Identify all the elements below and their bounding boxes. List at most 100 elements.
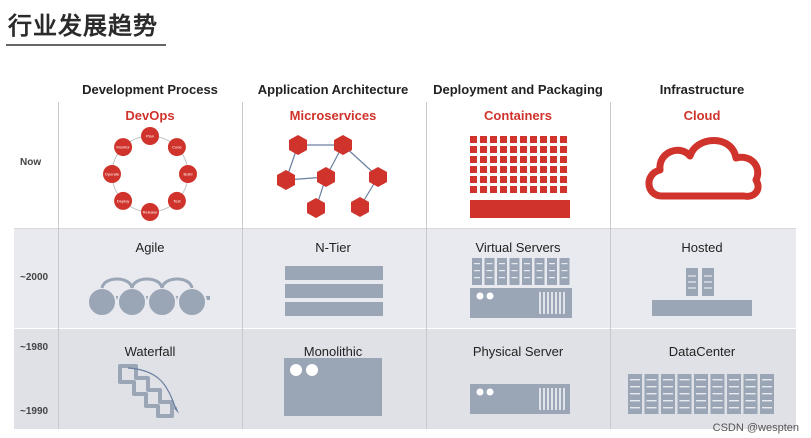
cell-title-hosted: Hosted bbox=[681, 240, 723, 255]
datacenter-rack-slot bbox=[679, 400, 690, 402]
microservice-hex-group bbox=[277, 135, 387, 218]
container-block bbox=[480, 136, 487, 143]
datacenter-rack-slot bbox=[663, 393, 673, 395]
datacenter-rack-slot bbox=[663, 379, 673, 381]
datacenter-rack-slot bbox=[712, 379, 723, 381]
container-block bbox=[520, 166, 527, 173]
container-block bbox=[490, 166, 497, 173]
datacenter-rack-slot bbox=[630, 386, 640, 388]
container-block bbox=[480, 156, 487, 163]
datacenter-rack-slot bbox=[696, 407, 706, 409]
virtual-servers-icon bbox=[470, 258, 572, 318]
virtual-server-slot bbox=[474, 270, 480, 272]
hosting-platform bbox=[652, 300, 752, 316]
cell-title-containers: Containers bbox=[484, 108, 552, 123]
monolithic-block-icon bbox=[284, 358, 382, 416]
datacenter-rack-slot bbox=[696, 400, 706, 402]
container-block bbox=[520, 146, 527, 153]
datacenter-rack-slot bbox=[745, 386, 756, 388]
column-divider bbox=[610, 102, 611, 429]
container-block bbox=[490, 156, 497, 163]
virtual-server-slot bbox=[536, 263, 543, 265]
row-label-2000: ~2000 bbox=[20, 272, 49, 283]
agile-iteration-circle bbox=[87, 287, 117, 317]
container-block bbox=[530, 136, 537, 143]
virtual-server-slot bbox=[511, 277, 518, 279]
container-block bbox=[540, 166, 547, 173]
container-block bbox=[480, 146, 487, 153]
virtual-server-unit bbox=[534, 258, 545, 285]
datacenter-rack-slot bbox=[762, 379, 772, 381]
tier-layer bbox=[285, 266, 383, 280]
container-block bbox=[490, 176, 497, 183]
container-block bbox=[560, 176, 567, 183]
container-block bbox=[540, 176, 547, 183]
datacenter-rack-slot bbox=[679, 386, 690, 388]
datacenter-rack-slot bbox=[679, 393, 690, 395]
container-block bbox=[560, 136, 567, 143]
datacenter-rack-slot bbox=[646, 393, 657, 395]
devops-stage-label: Deploy bbox=[117, 198, 129, 203]
cell-title-monolithic: Monolithic bbox=[303, 344, 363, 359]
container-block bbox=[560, 156, 567, 163]
devops-stage-node bbox=[141, 203, 159, 221]
microservice-hex bbox=[317, 167, 335, 187]
container-block bbox=[540, 136, 547, 143]
waterfall-steps-icon bbox=[118, 364, 179, 418]
virtual-server-slot bbox=[474, 277, 480, 279]
container-block bbox=[510, 146, 517, 153]
microservice-hex bbox=[334, 135, 352, 155]
virtual-server-unit bbox=[559, 258, 570, 285]
virtual-server-slot bbox=[561, 270, 568, 272]
datacenter-rack-slot bbox=[729, 393, 739, 395]
column-header-deployment: Deployment and Packaging bbox=[433, 82, 603, 97]
datacenter-rack-slot bbox=[663, 400, 673, 402]
virtual-server-slot bbox=[561, 277, 568, 279]
datacenter-rack-slot bbox=[679, 407, 690, 409]
virtual-server-slot bbox=[549, 270, 555, 272]
datacenter-rack-slot bbox=[712, 386, 723, 388]
cell-title-cloud: Cloud bbox=[683, 108, 721, 123]
devops-stage-label: Build bbox=[184, 172, 193, 177]
virtual-server-slot bbox=[524, 270, 530, 272]
datacenter-rack-slot bbox=[712, 400, 723, 402]
datacenter-rack-slot bbox=[712, 407, 723, 409]
datacenter-rack-slot bbox=[712, 393, 723, 395]
microservice-hex bbox=[351, 197, 369, 217]
container-block bbox=[500, 146, 507, 153]
container-block bbox=[470, 176, 477, 183]
datacenter-rack-slot bbox=[679, 379, 690, 381]
virtual-server-slot bbox=[511, 270, 518, 272]
container-block bbox=[500, 186, 507, 193]
devops-stage-node bbox=[179, 165, 197, 183]
agile-loops-icon bbox=[87, 277, 210, 317]
container-block bbox=[510, 156, 517, 163]
cell-title-ntier: N-Tier bbox=[315, 240, 351, 255]
container-block bbox=[500, 156, 507, 163]
microservice-hex bbox=[289, 135, 307, 155]
container-block bbox=[520, 176, 527, 183]
container-block bbox=[540, 186, 547, 193]
datacenter-rack-slot bbox=[745, 400, 756, 402]
datacenter-rack-slot bbox=[696, 379, 706, 381]
column-divider bbox=[426, 102, 427, 429]
devops-stage-node bbox=[141, 127, 159, 145]
devops-stage-node bbox=[167, 138, 186, 157]
cell-title-waterfall: Waterfall bbox=[124, 344, 176, 359]
datacenter-rack-slot bbox=[745, 379, 756, 381]
virtual-server-unit bbox=[472, 258, 482, 285]
container-block bbox=[490, 146, 497, 153]
devops-stage-label: Plan bbox=[146, 134, 154, 139]
container-block bbox=[530, 176, 537, 183]
container-block bbox=[510, 136, 517, 143]
datacenter-rack-slot bbox=[762, 407, 772, 409]
container-block bbox=[540, 156, 547, 163]
container-block bbox=[500, 166, 507, 173]
container-block bbox=[470, 166, 477, 173]
microservice-hex bbox=[307, 198, 325, 218]
container-block bbox=[480, 166, 487, 173]
virtual-server-unit bbox=[522, 258, 532, 285]
page-title: 行业发展趋势 bbox=[8, 12, 158, 40]
title-underline bbox=[6, 44, 166, 46]
devops-stage-node bbox=[167, 191, 186, 210]
